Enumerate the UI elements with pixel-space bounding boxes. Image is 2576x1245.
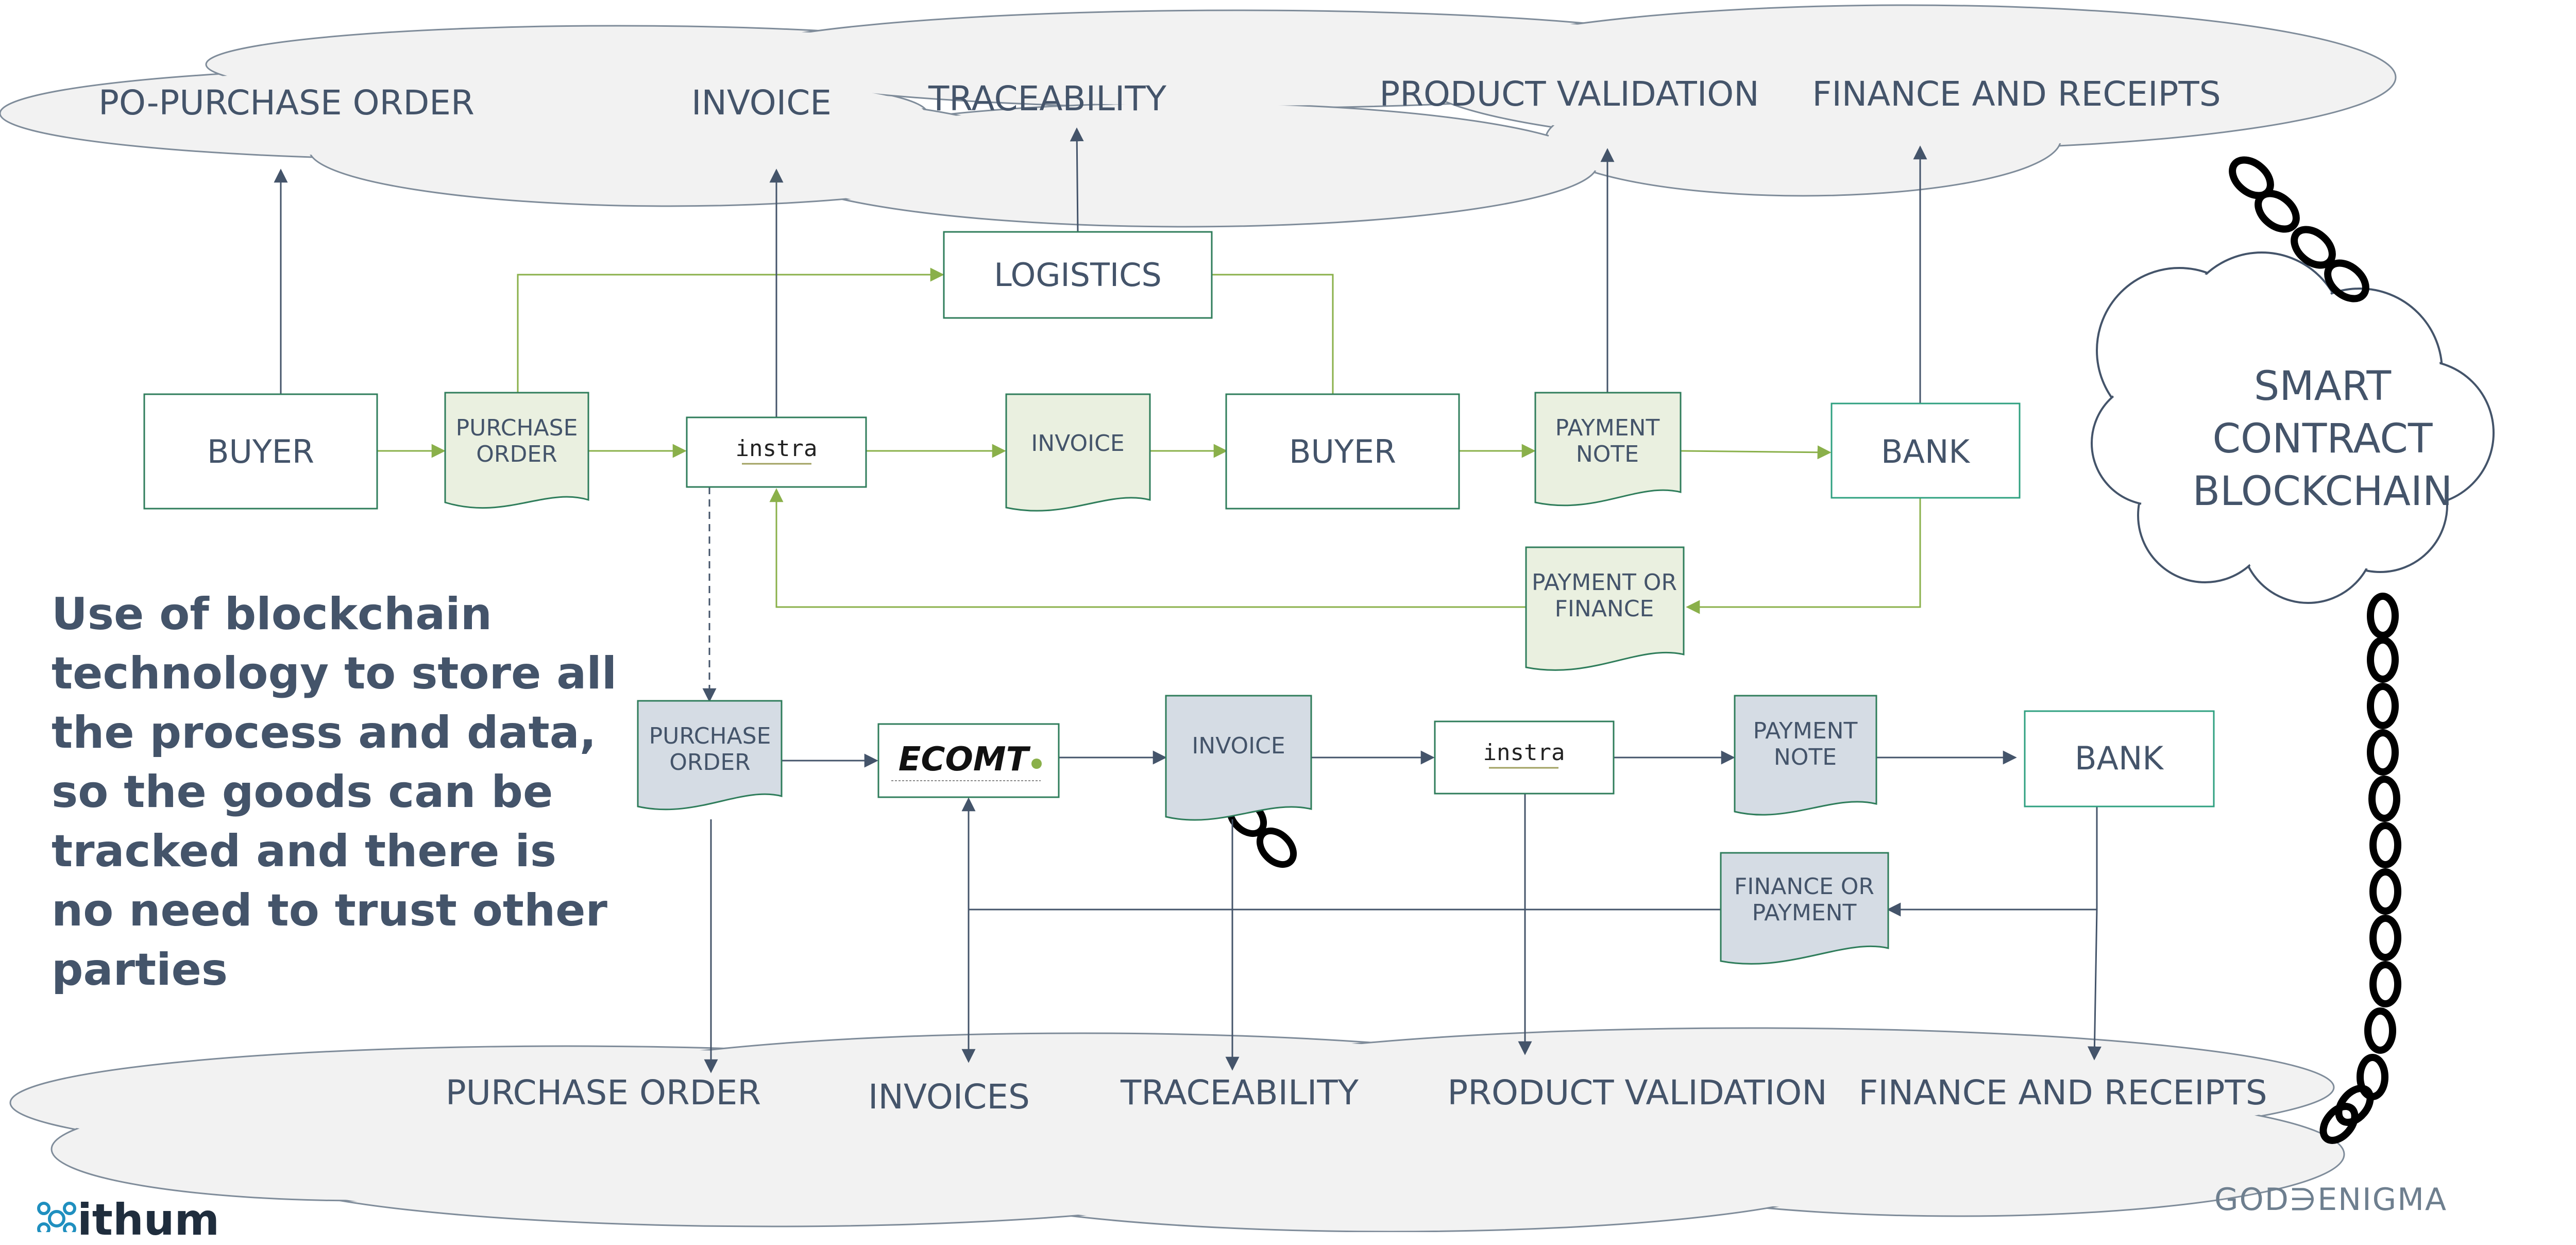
description-line: so the goods can be bbox=[52, 766, 553, 818]
bottom-cloud-label-traceability: TRACEABILITY bbox=[1120, 1073, 1359, 1113]
bottom-cloud-fill bbox=[13, 1031, 2342, 1229]
buyer-label: BUYER bbox=[207, 433, 314, 470]
bottom-cloud-label-po: PURCHASE ORDER bbox=[446, 1073, 761, 1113]
payment-note-doc: PAYMENT NOTE bbox=[1534, 392, 1682, 507]
description-line: technology to store all bbox=[52, 648, 617, 699]
top-cloud-label-po: PO-PURCHASE ORDER bbox=[98, 83, 474, 123]
bottom-cloud-label-invoices: INVOICES bbox=[868, 1077, 1030, 1117]
description-line: tracked and there is bbox=[52, 826, 557, 877]
finance-or-payment-line-2: PAYMENT bbox=[1752, 900, 1857, 926]
smart-contract-line-1: SMART bbox=[2254, 363, 2392, 410]
top-cloud-label-traceability: TRACEABILITY bbox=[928, 79, 1167, 119]
buyer2-label: BUYER bbox=[1289, 433, 1396, 470]
smart-contract-cloud-fill bbox=[2094, 255, 2492, 601]
bottom-cloud-label-finance: FINANCE AND RECEIPTS bbox=[1858, 1073, 2267, 1113]
buyer-box-2: BUYER bbox=[1225, 393, 1460, 510]
top-cloud-fill bbox=[3, 8, 2393, 224]
bottom-cloud-label-product-validation: PRODUCT VALIDATION bbox=[1447, 1073, 1827, 1113]
instra-logo-bottom: instra bbox=[1483, 739, 1565, 766]
bank-box: BANK bbox=[1831, 402, 2021, 499]
logistics-box: LOGISTICS bbox=[943, 231, 1213, 319]
payment-note-doc-bottom: PAYMENT NOTE bbox=[1734, 695, 1877, 816]
description-line: the process and data, bbox=[52, 707, 597, 759]
invoice-label-top: INVOICE bbox=[1031, 430, 1124, 457]
buyer-box: BUYER bbox=[143, 393, 378, 510]
logistics-label: LOGISTICS bbox=[994, 256, 1162, 294]
instra-logo-box-top: instra bbox=[686, 416, 867, 488]
invoice-label-bottom: INVOICE bbox=[1192, 733, 1285, 759]
finance-or-payment-line-1: FINANCE OR bbox=[1734, 873, 1874, 900]
bank-box-bottom: BANK bbox=[2024, 710, 2215, 807]
smart-contract-line-3: BLOCKCHAIN bbox=[2193, 468, 2453, 515]
payment-or-finance-line-1: PAYMENT OR bbox=[1532, 569, 1677, 596]
godenigma-brand: GOD∋ENIGMA bbox=[2214, 1182, 2447, 1218]
top-cloud-label-finance: FINANCE AND RECEIPTS bbox=[1812, 74, 2221, 114]
chain-link-icon bbox=[2229, 156, 2369, 302]
finance-or-payment-doc: FINANCE OR PAYMENT bbox=[1720, 852, 1889, 965]
description-line: parties bbox=[52, 944, 228, 996]
top-flow-up-arrows bbox=[274, 127, 1927, 702]
payment-note-line-1: PAYMENT bbox=[1555, 415, 1660, 441]
top-flow-connectors bbox=[353, 267, 1921, 614]
ithum-brand: ithum bbox=[77, 1194, 220, 1245]
purchase-order-bottom-line-1: PURCHASE bbox=[649, 723, 771, 749]
purchase-order-bottom-line-2: ORDER bbox=[669, 749, 750, 776]
bottom-flow-connectors bbox=[704, 750, 2102, 1073]
ecomt-logo-box: ECOMT bbox=[877, 723, 1060, 798]
payment-or-finance-line-2: FINANCE bbox=[1555, 596, 1654, 622]
purchase-order-doc-bottom: PURCHASE ORDER bbox=[637, 700, 783, 811]
purchase-order-doc: PURCHASE ORDER bbox=[444, 392, 589, 509]
purchase-order-line-2: ORDER bbox=[476, 441, 557, 467]
bank-bottom-label: BANK bbox=[2075, 739, 2164, 777]
smart-contract-line-2: CONTRACT bbox=[2213, 416, 2433, 462]
invoice-doc-bottom: INVOICE bbox=[1165, 695, 1312, 821]
payment-note-line-2: NOTE bbox=[1576, 441, 1639, 467]
payment-or-finance-doc: PAYMENT OR FINANCE bbox=[1525, 546, 1685, 671]
instra-logo-box-bottom: instra bbox=[1434, 720, 1615, 795]
top-cloud-label-invoice: INVOICE bbox=[691, 83, 832, 123]
payment-note-bottom-line-1: PAYMENT bbox=[1753, 718, 1858, 744]
purchase-order-line-1: PURCHASE bbox=[456, 415, 578, 441]
ecomt-logo: ECOMT bbox=[899, 741, 1031, 779]
top-cloud-label-product-validation: PRODUCT VALIDATION bbox=[1379, 74, 1759, 114]
description-paragraph: Use of blockchain technology to store al… bbox=[52, 585, 617, 1000]
bank-label: BANK bbox=[1881, 433, 1970, 470]
chain-link-vertical-icon bbox=[2319, 593, 2401, 1144]
instra-logo-top: instra bbox=[736, 435, 818, 462]
invoice-doc-top: INVOICE bbox=[1005, 393, 1151, 512]
description-line: Use of blockchain bbox=[52, 588, 492, 640]
payment-note-bottom-line-2: NOTE bbox=[1774, 744, 1837, 770]
ithum-logo-icon bbox=[37, 1202, 76, 1232]
description-line: no need to trust other bbox=[52, 885, 607, 936]
